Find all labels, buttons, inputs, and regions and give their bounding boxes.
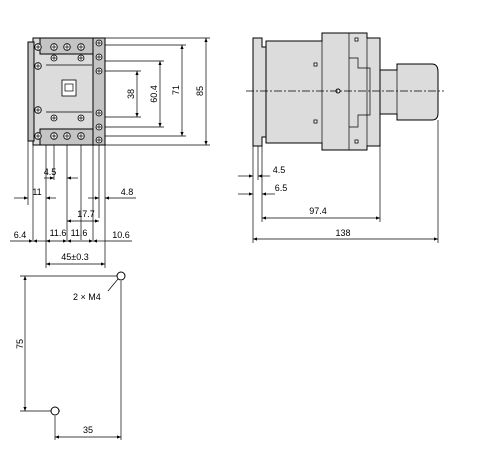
center-window (61, 79, 77, 97)
dim-85-label: 85 (195, 86, 205, 96)
dim-6-5-label: 6.5 (275, 183, 288, 193)
contactor-side-body (265, 32, 381, 151)
dim-11-6-a-label: 11.6 (50, 228, 67, 238)
dim-11-6-b-label: 11.6 (71, 228, 88, 238)
dim-45-label: 45±0.3 (61, 252, 88, 262)
dim-138-label: 138 (335, 228, 350, 238)
indicator-slot (64, 83, 74, 92)
dim-60-4-label: 60.4 (149, 85, 159, 103)
screw-label: 2 × M4 (73, 292, 101, 302)
dim-17-7-label: 17.7 (77, 209, 95, 219)
mounting-pattern: 2 × M4 75 35 (15, 271, 126, 440)
dim-4-5-side-label: 4.5 (273, 165, 286, 175)
dim-4-8-label: 4.8 (121, 187, 134, 197)
top-terminal-screws (34, 39, 103, 75)
dim-10-6-label: 10.6 (112, 230, 130, 240)
dim-38-label: 38 (126, 89, 136, 99)
bottom-terminal-screws (34, 106, 103, 144)
din-clip (252, 37, 267, 147)
dim-11-label: 11 (32, 187, 41, 197)
dim-35-label: 35 (83, 425, 93, 435)
side-view: 4.5 6.5 97.4 138 (238, 32, 444, 243)
mounting-hole-top (116, 271, 126, 281)
dim-97-4-label: 97.4 (309, 206, 327, 216)
mounting-hole-bottom (50, 406, 60, 416)
dim-6-4-label: 6.4 (14, 230, 27, 240)
dim-75-label: 75 (15, 339, 25, 349)
dim-71-label: 71 (171, 85, 181, 95)
dim-4-5-front-label: 4.5 (44, 167, 57, 177)
actuator-handle (379, 63, 439, 121)
left-mount-tab (27, 41, 35, 142)
front-view: 38 60.4 71 85 4.5 11 4.8 17.7 (10, 37, 210, 268)
